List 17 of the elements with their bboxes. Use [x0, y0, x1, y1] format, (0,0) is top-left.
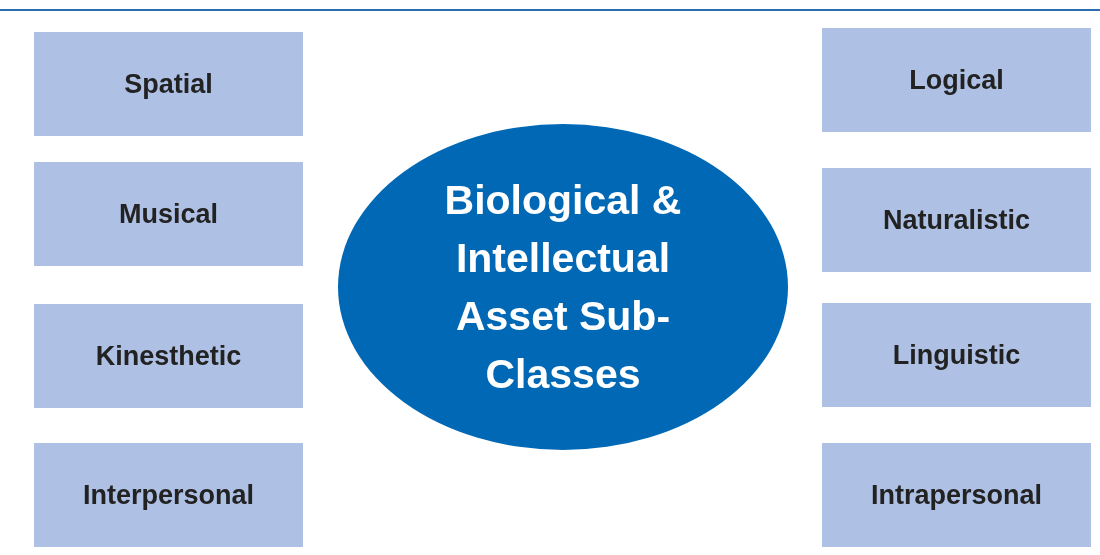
category-label: Linguistic	[892, 338, 1021, 372]
category-label: Kinesthetic	[95, 339, 242, 373]
center-title: Biological & Intellectual Asset Sub-Classes	[443, 176, 683, 399]
category-box	[822, 28, 1091, 132]
category-label: Logical	[909, 63, 1004, 97]
category-label: Naturalistic	[882, 203, 1031, 237]
category-label: Intrapersonal	[870, 478, 1042, 512]
category-label: Musical	[118, 197, 218, 231]
category-label: Spatial	[124, 67, 213, 101]
category-box	[34, 32, 303, 136]
category-box	[822, 303, 1091, 407]
category-box	[822, 443, 1091, 547]
category-box	[34, 443, 303, 547]
category-label: Interpersonal	[82, 478, 254, 512]
category-box	[34, 304, 303, 408]
category-box	[822, 168, 1091, 272]
category-box	[34, 162, 303, 266]
